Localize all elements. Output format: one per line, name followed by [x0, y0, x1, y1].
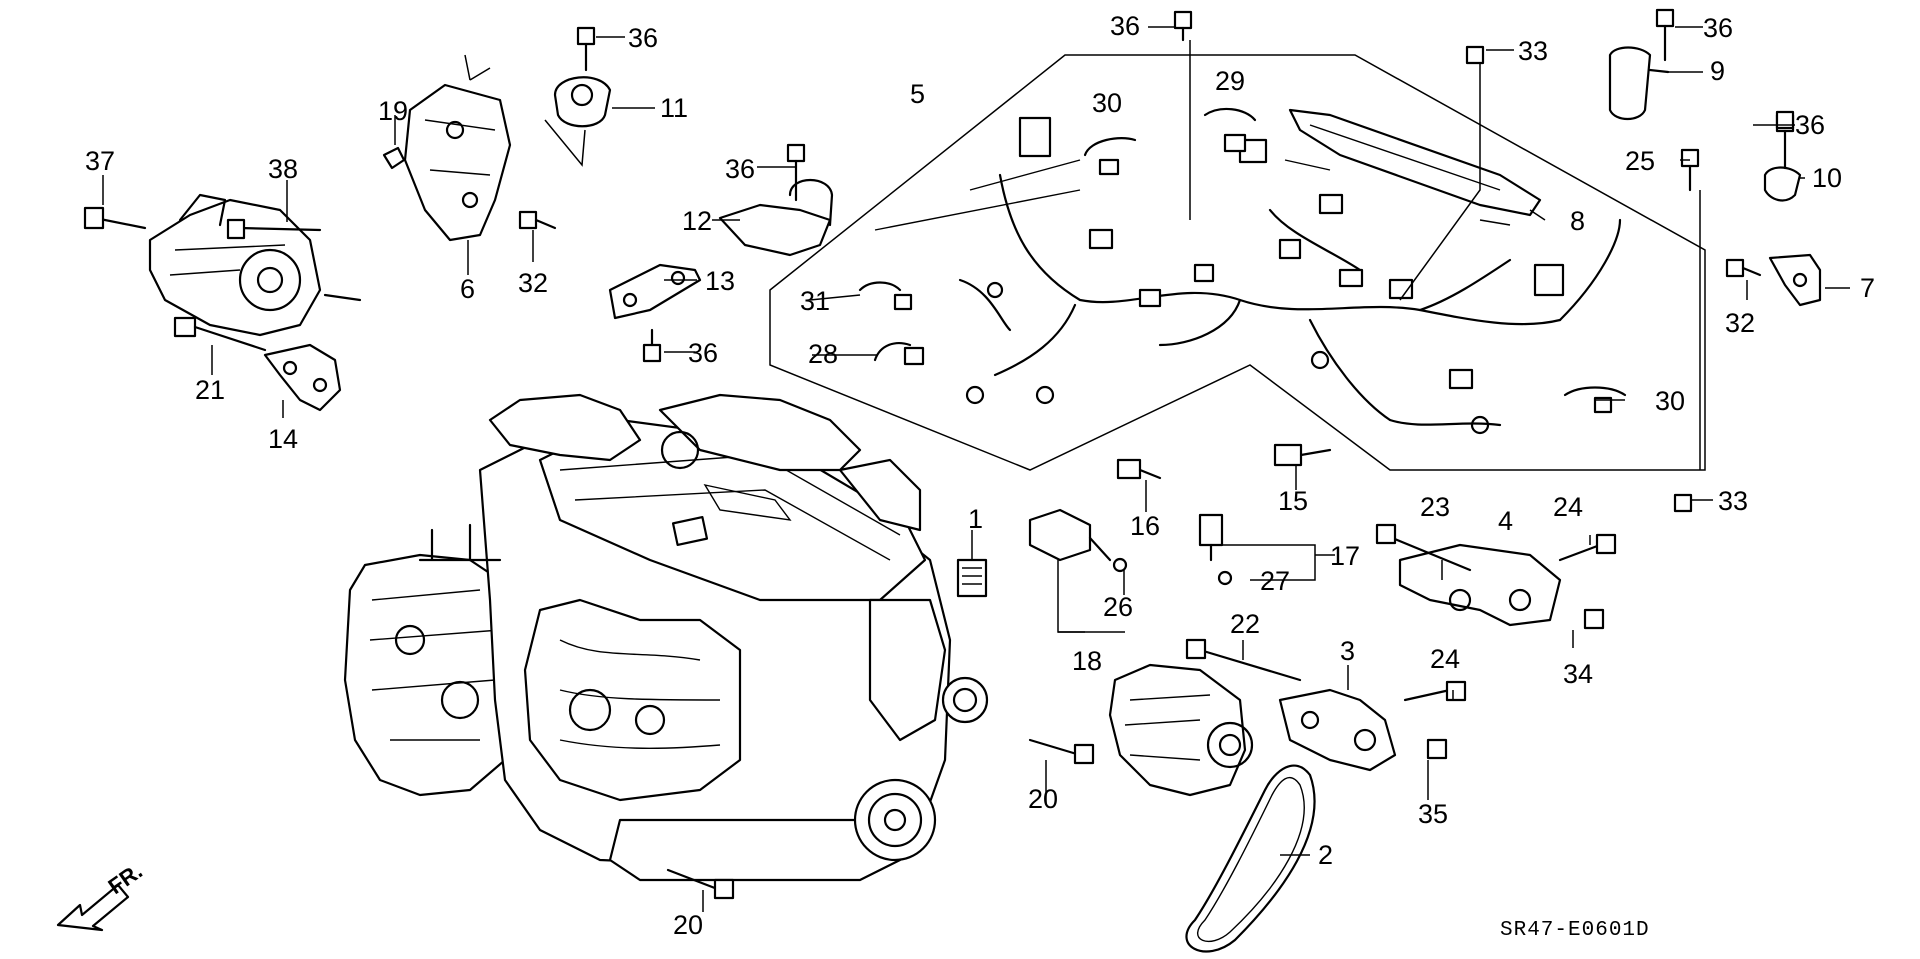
drive-belt — [1185, 764, 1316, 953]
callout-7: 7 — [1860, 273, 1875, 303]
callout-20a: 20 — [1028, 784, 1058, 814]
bolt-36d — [1775, 110, 1795, 130]
callout-35: 35 — [1418, 799, 1448, 829]
bolt-20b — [666, 868, 735, 900]
callout-10: 10 — [1812, 163, 1842, 193]
callout-26: 26 — [1103, 592, 1133, 622]
bracket-3 — [1185, 638, 1467, 772]
bolt-36a — [576, 26, 596, 72]
callout-37: 37 — [85, 146, 115, 176]
callout-30b: 30 — [1655, 386, 1685, 416]
callout-20b: 20 — [673, 910, 703, 940]
bolt-33b — [1673, 493, 1693, 513]
callout-36e: 36 — [1703, 13, 1733, 43]
callout-4: 4 — [1498, 506, 1513, 536]
callout-29: 29 — [1215, 66, 1245, 96]
callout-22: 22 — [1230, 609, 1260, 639]
harness-cover-8 — [1288, 108, 1542, 217]
engine-assembly — [343, 393, 989, 882]
nut-34 — [1583, 608, 1605, 630]
bolt-36c — [1173, 10, 1193, 42]
callout-6: 6 — [460, 274, 475, 304]
callout-30a: 30 — [1092, 88, 1122, 118]
clip-28 — [873, 342, 925, 366]
callout-24a: 24 — [1553, 492, 1583, 522]
bolt-33a — [1465, 45, 1485, 65]
callout-9: 9 — [1710, 56, 1725, 86]
sensor-17 — [1198, 513, 1233, 586]
callout-24b: 24 — [1430, 644, 1460, 674]
nut-35 — [1426, 738, 1448, 760]
callout-12: 12 — [682, 206, 712, 236]
callout-8: 8 — [1570, 206, 1585, 236]
clamp-11 — [544, 76, 612, 167]
callout-17: 17 — [1330, 541, 1360, 571]
clamp-30a — [1083, 137, 1137, 176]
clamp-9 — [1608, 8, 1675, 121]
callout-3: 3 — [1340, 636, 1355, 666]
callout-28: 28 — [808, 339, 838, 369]
bracket-7 — [1768, 253, 1822, 307]
wire-harness — [874, 116, 1622, 435]
callout-36f: 36 — [1795, 110, 1825, 140]
switch-18 — [1028, 508, 1128, 573]
callout-33b: 33 — [1718, 486, 1748, 516]
callout-36c: 36 — [688, 338, 718, 368]
callout-36b: 36 — [725, 154, 755, 184]
front-arrow-icon — [56, 883, 130, 932]
callout-21: 21 — [195, 375, 225, 405]
callout-31: 31 — [800, 286, 830, 316]
bolt-32a — [518, 210, 557, 230]
callout-19: 19 — [378, 96, 408, 126]
callout-1: 1 — [968, 504, 983, 534]
alternator — [1108, 663, 1254, 797]
callout-32b: 32 — [1725, 308, 1755, 338]
callout-38: 38 — [268, 154, 298, 184]
callout-33a: 33 — [1518, 36, 1548, 66]
bracket-4 — [1375, 523, 1617, 627]
callout-11: 11 — [660, 93, 688, 123]
callout-27: 27 — [1260, 566, 1290, 596]
bolt-25 — [1680, 148, 1700, 192]
callout-36d: 36 — [1110, 11, 1140, 41]
bracket-12 — [718, 143, 834, 257]
callout-32a: 32 — [518, 268, 548, 298]
callout-16: 16 — [1130, 511, 1160, 541]
callout-36a: 36 — [628, 23, 658, 53]
callout-18: 18 — [1072, 646, 1102, 676]
callout-5: 5 — [910, 79, 925, 109]
bracket-13 — [608, 263, 702, 320]
clip-31 — [858, 281, 913, 311]
clamp-29 — [1203, 107, 1257, 153]
bolt-36b — [642, 328, 662, 363]
callout-23: 23 — [1420, 492, 1450, 522]
leader-lines — [102, 26, 1850, 912]
callout-13: 13 — [705, 266, 735, 296]
bolt-20a — [1028, 738, 1095, 765]
callout-15: 15 — [1278, 486, 1308, 516]
callout-25: 25 — [1625, 146, 1655, 176]
starter-motor — [83, 193, 362, 337]
bracket-6 — [403, 54, 512, 242]
callout-2: 2 — [1318, 840, 1333, 870]
harness-boundary — [769, 54, 1706, 471]
washer-19 — [382, 146, 406, 170]
diagram-code: SR47-E0601D — [1500, 919, 1650, 942]
sensor-15 — [1273, 443, 1332, 467]
callout-14: 14 — [268, 424, 298, 454]
bracket-14 — [263, 343, 342, 412]
clamp-30b — [1563, 386, 1627, 414]
sensor-16 — [1116, 458, 1162, 480]
bolt-21 — [173, 316, 267, 352]
callout-34: 34 — [1563, 659, 1593, 689]
bolt-32b — [1725, 258, 1762, 278]
